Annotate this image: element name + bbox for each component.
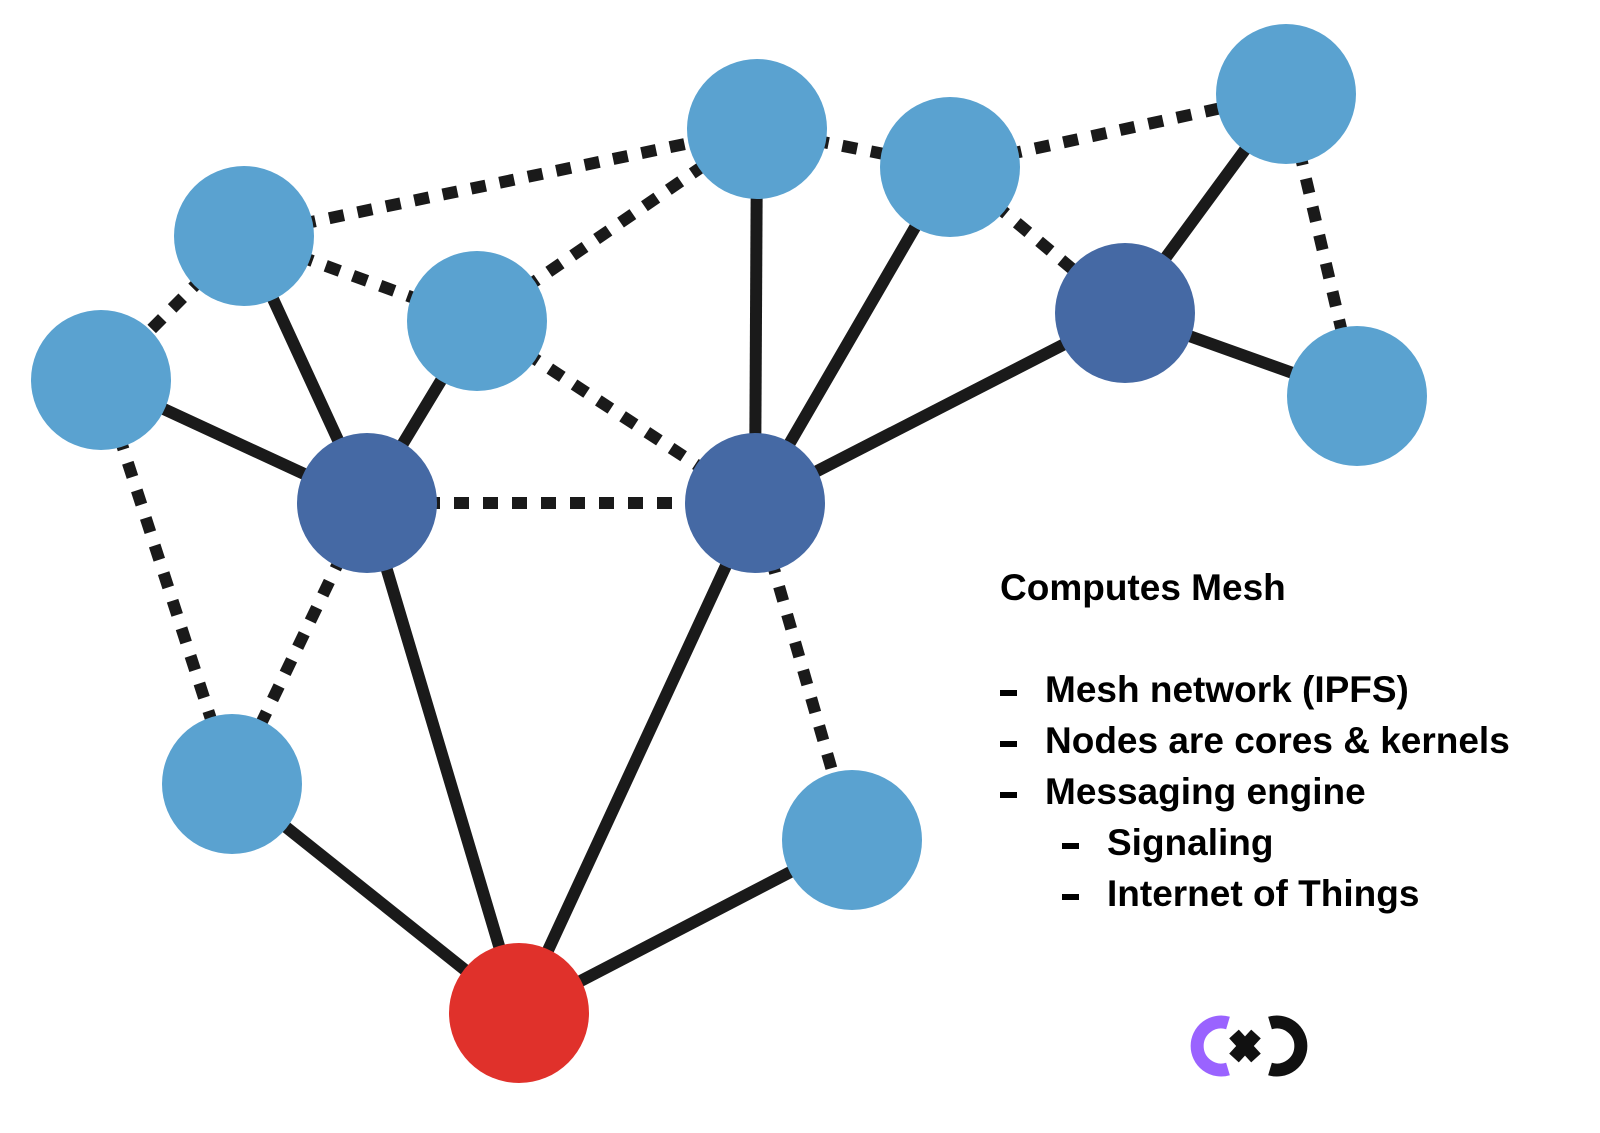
dash-bullet-icon xyxy=(1000,689,1017,696)
peer-node xyxy=(407,251,547,391)
peer-node xyxy=(162,714,302,854)
peer-node xyxy=(174,166,314,306)
legend: Computes Mesh Mesh network (IPFS) Nodes … xyxy=(1000,562,1510,919)
logo-x-stroke xyxy=(1229,1029,1261,1063)
dashed-edge xyxy=(226,500,373,787)
peer-node xyxy=(880,97,1020,237)
core-node xyxy=(685,433,825,573)
legend-item-text: Mesh network (IPFS) xyxy=(1045,669,1409,710)
dash-bullet-icon xyxy=(1000,740,1017,747)
dashed-edge xyxy=(242,123,759,242)
nodes-layer xyxy=(31,24,1427,1083)
legend-list: Mesh network (IPFS) Nodes are cores & ke… xyxy=(1000,664,1510,919)
dash-bullet-icon xyxy=(1062,842,1079,849)
solid-edge xyxy=(361,501,525,1015)
legend-item-text: Messaging engine xyxy=(1045,771,1366,812)
legend-item: Messaging engine xyxy=(1000,766,1510,817)
legend-subitem: Signaling xyxy=(1000,817,1510,868)
peer-node xyxy=(687,59,827,199)
legend-subitem: Internet of Things xyxy=(1000,868,1510,919)
cxc-logo-icon xyxy=(1190,1015,1308,1077)
peer-node xyxy=(782,770,922,910)
dash-bullet-icon xyxy=(1062,893,1079,900)
legend-item-text: Signaling xyxy=(1107,822,1274,863)
dashed-edge xyxy=(1280,92,1363,398)
peer-node xyxy=(31,310,171,450)
legend-item: Nodes are cores & kernels xyxy=(1000,715,1510,766)
core-node xyxy=(1055,243,1195,383)
logo-left-arc xyxy=(1190,1015,1230,1077)
core-node xyxy=(297,433,437,573)
legend-item: Mesh network (IPFS) xyxy=(1000,664,1510,715)
logo-right-arc xyxy=(1268,1015,1308,1077)
dash-bullet-icon xyxy=(1000,791,1017,798)
legend-item-text: Nodes are cores & kernels xyxy=(1045,720,1510,761)
root-node xyxy=(449,943,589,1083)
solid-edge xyxy=(513,500,761,1016)
dashed-edge xyxy=(95,378,238,786)
peer-node xyxy=(1216,24,1356,164)
legend-item-text: Internet of Things xyxy=(1107,873,1420,914)
legend-title: Computes Mesh xyxy=(1000,567,1286,608)
peer-node xyxy=(1287,326,1427,466)
